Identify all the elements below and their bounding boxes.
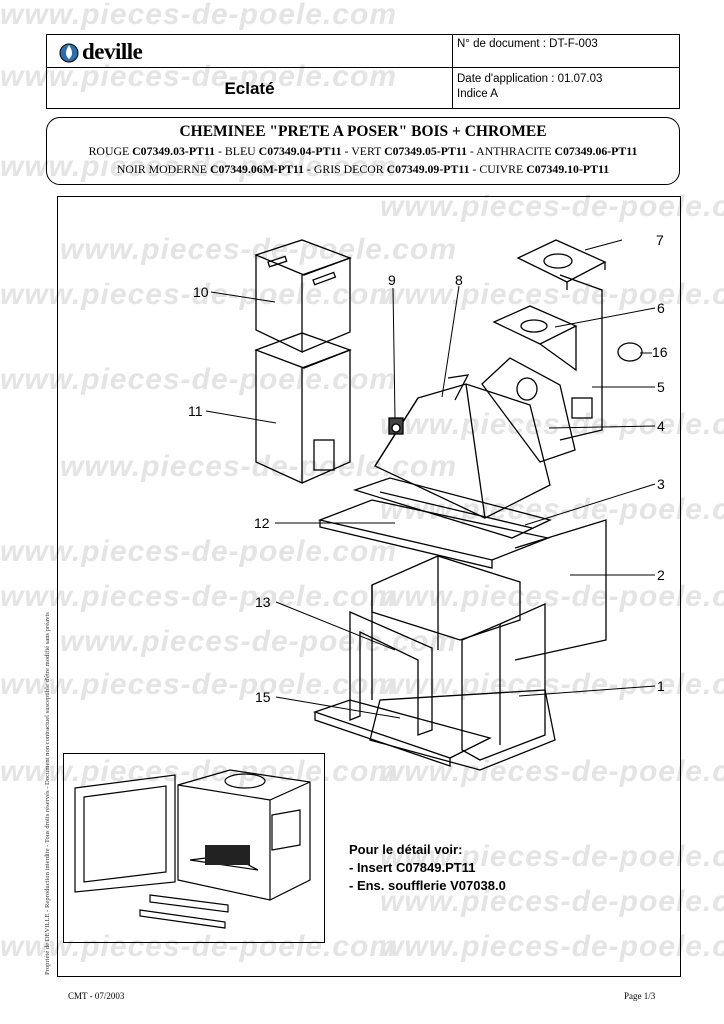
color-label: BLEU <box>224 144 256 158</box>
product-codes-line-2: NOIR MODERNE C07349.06M-PT11 - GRIS DECO… <box>116 162 610 176</box>
watermark-text: www.pieces-de-poele.com <box>0 278 397 311</box>
watermark-text: www.pieces-de-poele.com <box>380 493 724 526</box>
watermark-text: www.pieces-de-poele.com <box>0 930 397 963</box>
watermark-text: www.pieces-de-poele.com <box>380 668 724 701</box>
watermark-text: www.pieces-de-poele.com <box>380 580 724 613</box>
part-number-6: 6 <box>657 300 665 316</box>
insert-detail-frame <box>63 753 325 943</box>
header-divider <box>47 67 679 68</box>
part-number-10: 10 <box>193 284 209 300</box>
product-code: C07349.10-PT11 <box>526 162 610 176</box>
part-number-5: 5 <box>657 379 665 395</box>
product-banner: CHEMINEE "PRETE A POSER" BOIS + CHROMEE … <box>46 117 680 185</box>
product-code: C07349.04-PT11 <box>258 144 342 158</box>
part-number-2: 2 <box>657 567 665 583</box>
watermark-text: www.pieces-de-poele.com <box>0 580 397 613</box>
part-4-deflector <box>481 357 576 463</box>
product-title: CHEMINEE "PRETE A POSER" BOIS + CHROMEE <box>179 123 547 140</box>
part-number-3: 3 <box>657 476 665 492</box>
part-16-gasket <box>617 342 643 362</box>
watermark-text: www.pieces-de-poele.com <box>380 885 724 918</box>
copyright-side-text: Propriété de DEVILLE - Reproduction inte… <box>44 612 51 975</box>
footer-reference: CMT - 07/2003 <box>68 991 125 1001</box>
part-10-hood-upper <box>254 239 352 354</box>
product-code: C07349.09-PT11 <box>386 162 470 176</box>
part-8-hood-body <box>374 374 551 519</box>
color-label: NOIR MODERNE <box>116 162 207 176</box>
part-number-8: 8 <box>455 272 463 288</box>
color-label: ANTHRACITE <box>476 144 552 158</box>
watermark-text: www.pieces-de-poele.com <box>0 150 397 183</box>
part-number-15: 15 <box>255 689 271 705</box>
part-7-top-plate <box>516 239 607 290</box>
color-label: VERT <box>351 144 382 158</box>
part-number-9: 9 <box>388 272 396 288</box>
part-number-16: 16 <box>652 344 668 360</box>
watermark-text: www.pieces-de-poele.com <box>0 363 397 396</box>
note-item: - Ens. soufflerie V07038.0 <box>349 878 506 893</box>
exploded-view-frame <box>57 196 681 977</box>
watermark-text: www.pieces-de-poele.com <box>0 668 397 701</box>
product-code: C07349.06M-PT11 <box>209 162 304 176</box>
part-11-hood-lower <box>254 332 352 485</box>
part-number-7: 7 <box>656 232 664 248</box>
part-6-plate <box>492 305 578 372</box>
product-code: C07349.05-PT11 <box>384 144 467 158</box>
header-divider <box>452 35 453 108</box>
part-5-back-panel <box>559 274 603 441</box>
part-number-12: 12 <box>254 515 270 531</box>
detail-note: Pour le détail voir: - Insert C07849.PT1… <box>349 841 506 895</box>
watermark-text: www.pieces-de-poele.com <box>0 60 397 93</box>
brand-name: deville <box>82 39 143 64</box>
part-3-frame <box>352 477 552 539</box>
insert-log-grate <box>205 845 250 865</box>
watermark-text: www.pieces-de-poele.com <box>60 233 457 266</box>
watermark-text: www.pieces-de-poele.com <box>380 278 724 311</box>
page-title: Eclaté <box>224 79 275 98</box>
page-number: Page 1/3 <box>624 991 656 1001</box>
watermark-text: www.pieces-de-poele.com <box>380 755 724 788</box>
document-number: N° de document : DT-F-003 <box>457 38 598 50</box>
date-application-text: Date d'application : 01.07.03 <box>457 73 603 85</box>
date-application: Date d'application : 01.07.03 Indice A <box>457 72 602 102</box>
product-codes-line-1: ROUGE C07349.03-PT11 - BLEU C07349.04-PT… <box>88 144 638 158</box>
watermark-text: www.pieces-de-poele.com <box>380 930 724 963</box>
watermark-text: www.pieces-de-poele.com <box>380 840 724 873</box>
color-label: ROUGE <box>88 144 130 158</box>
part-13-front-frame <box>349 611 433 736</box>
flame-drop-icon <box>59 43 79 63</box>
product-code: C07349.03-PT11 <box>132 144 216 158</box>
document-header: deville Eclaté N° de document : DT-F-003… <box>46 34 680 109</box>
part-number-11: 11 <box>188 403 203 419</box>
part-number-13: 13 <box>255 594 271 610</box>
note-item: - Insert C07849.PT11 <box>349 860 476 875</box>
watermark-text: www.pieces-de-poele.com <box>380 190 724 223</box>
color-label: CUIVRE <box>479 162 524 176</box>
watermark-text: www.pieces-de-poele.com <box>380 408 724 441</box>
watermark-text: www.pieces-de-poele.com <box>60 625 457 658</box>
indice-text: Indice A <box>457 88 498 100</box>
watermark-text: www.pieces-de-poele.com <box>0 535 397 568</box>
product-code: C07349.06-PT11 <box>554 144 638 158</box>
part-number-1: 1 <box>657 678 665 694</box>
insert-illustration <box>74 769 311 929</box>
part-2-side-panel <box>514 519 607 661</box>
watermark-text: www.pieces-de-poele.com <box>0 0 397 31</box>
part-9-thermostat <box>388 417 404 435</box>
watermark-text: www.pieces-de-poele.com <box>0 755 397 788</box>
part-number-4: 4 <box>657 418 665 434</box>
color-label: GRIS DECOR <box>313 162 384 176</box>
brand-logo: deville <box>59 39 143 65</box>
part-1-base <box>369 602 556 771</box>
part-15-base-tray <box>312 699 492 767</box>
note-heading: Pour le détail voir: <box>349 842 463 857</box>
firebox-body <box>371 555 521 700</box>
